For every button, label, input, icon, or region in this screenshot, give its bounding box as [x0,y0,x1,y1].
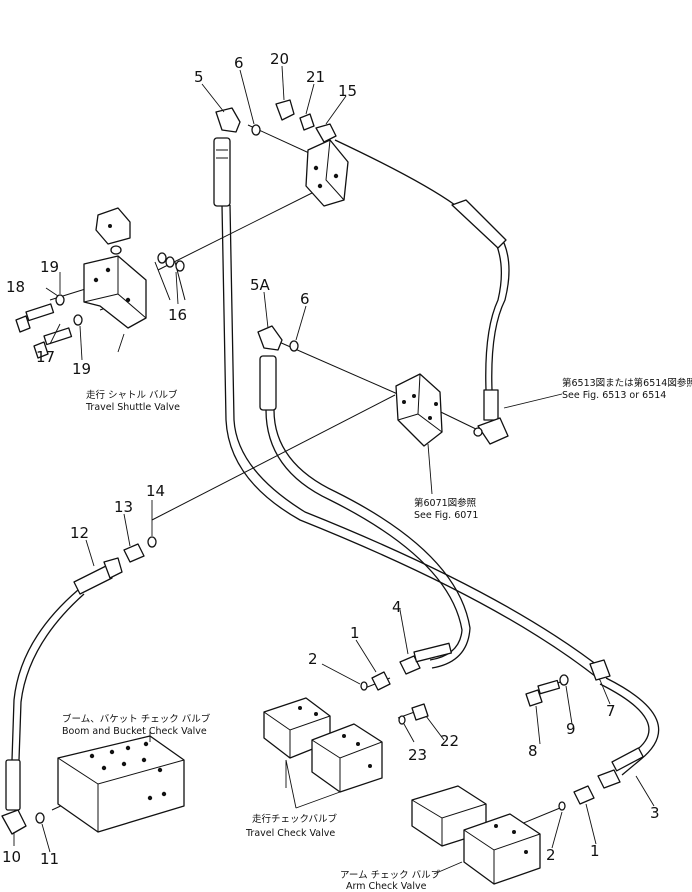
caption-arm-check-en: Arm Check Valve [346,881,427,892]
connector-21 [299,113,315,131]
washer-19b [73,314,83,326]
label-1a: 1 [350,624,360,642]
o-ring-6b [289,340,299,352]
label-5a: 5A [250,276,271,294]
caption-travel-shuttle-en: Travel Shuttle Valve [85,402,180,413]
caption-boom-bucket-en: Boom and Bucket Check Valve [62,726,207,737]
connector-1b [573,785,595,805]
label-6a: 6 [234,54,244,72]
washer-9 [559,674,569,686]
fitting-12 [73,557,123,595]
plug-22 [411,703,429,721]
label-2a: 2 [308,650,318,668]
label-2b: 2 [546,846,556,864]
fitting-4 [399,642,452,675]
o-ring-2a [360,681,368,691]
label-15: 15 [338,82,357,100]
tee-fitting-15 [315,123,337,143]
arm-check-valve [411,785,541,885]
label-21: 21 [306,68,325,86]
caption-ref-6513-jp: 第6513図または第6514図参照 [562,377,692,389]
label-17: 17 [36,348,55,366]
travel-check-valve [263,697,383,793]
label-14: 14 [146,482,165,500]
fitting-6513 [473,389,509,445]
label-6b: 6 [300,290,310,308]
label-1b: 1 [590,842,600,860]
label-16: 16 [168,306,187,324]
fitting-3 [597,747,644,789]
hose-lines [11,124,660,846]
o-ring-14 [147,536,157,548]
caption-travel-check-jp: 走行チェックバルブ [252,813,338,825]
elbow-fitting-10 [1,759,27,835]
part-number-labels: 5 6 20 21 15 19 18 16 17 19 5A 6 12 13 1… [2,50,660,868]
label-8: 8 [528,742,538,760]
label-20: 20 [270,50,289,68]
label-19a: 19 [40,258,59,276]
label-11: 11 [40,850,59,868]
label-10: 10 [2,848,21,866]
captions: 走行 シャトル バルブ Travel Shuttle Valve 第6513図ま… [62,377,692,892]
elbow-fitting-5 [213,107,241,207]
caption-ref-6513-en: See Fig. 6513 or 6514 [562,390,666,401]
connector-1a [371,671,391,691]
o-ring-11 [35,812,45,824]
label-18: 18 [6,278,25,296]
label-7: 7 [606,702,616,720]
bolt-18 [15,303,55,333]
label-19b: 19 [72,360,91,378]
boom-bucket-check-valve [57,735,185,833]
leader-lines [13,65,655,875]
caption-travel-check-en: Travel Check Valve [245,828,335,839]
o-rings-16 [157,252,185,272]
label-9: 9 [566,720,576,738]
bolt-17 [33,327,73,359]
label-5: 5 [194,68,204,86]
elbow-fitting-5a [257,325,283,411]
clamp-7 [589,659,611,681]
label-23: 23 [408,746,427,764]
label-4: 4 [392,598,402,616]
plug-20 [275,99,295,121]
travel-shuttle-valve [83,207,147,329]
bolt-8 [525,679,561,707]
connector-13 [123,543,145,563]
caption-travel-shuttle-jp: 走行 シャトル バルブ [86,389,178,401]
caption-arm-check-jp: アーム チェック バルブ [340,869,441,881]
valve-block-6071 [395,373,443,447]
caption-ref-6071-en: See Fig. 6071 [414,510,478,521]
caption-boom-bucket-jp: ブーム、バケット チェック バルブ [62,713,211,725]
label-12: 12 [70,524,89,542]
o-ring-6 [251,124,261,136]
valve-block-top [305,139,349,207]
label-13: 13 [114,498,133,516]
hose-end [451,199,507,249]
washer-19a [55,294,65,306]
caption-ref-6071-jp: 第6071図参照 [414,497,477,509]
label-3: 3 [650,804,660,822]
label-22: 22 [440,732,459,750]
o-ring-23 [398,715,406,725]
o-ring-2b [558,801,566,811]
